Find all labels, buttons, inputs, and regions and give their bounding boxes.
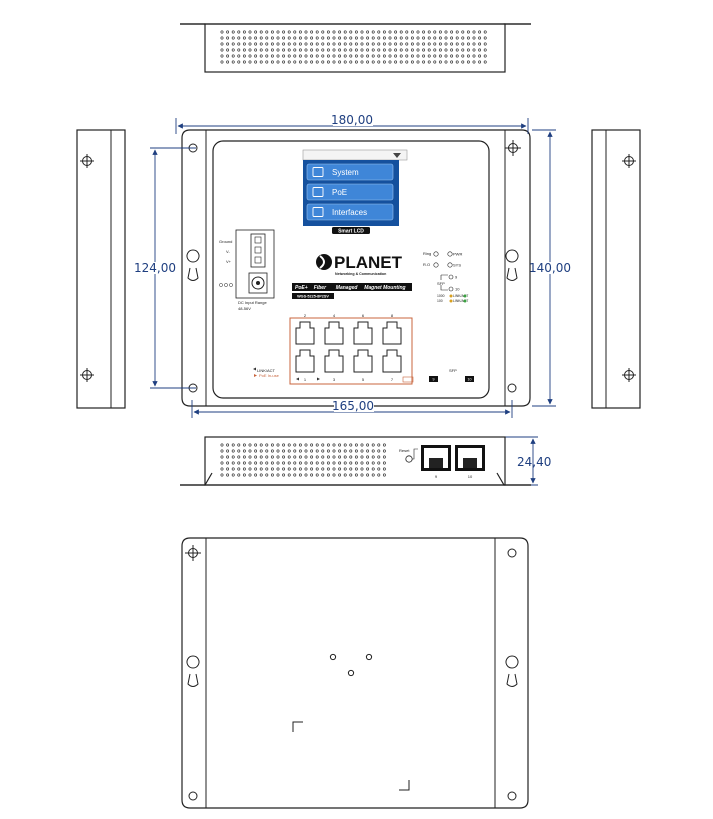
sfp-port-9: 9 [421,445,451,479]
port-legend-poe: PoE In-use [259,373,280,378]
feature-label: PoE+ [295,285,308,291]
dc-polarity-icon [219,283,233,287]
planet-logo: PLANET Networking & Communication [316,253,403,276]
feature-label: Magnet Mounting [364,285,405,291]
port-number-top: 8 [391,313,394,318]
vent-holes-side [220,443,386,477]
led-speed-1000: 1000 [437,294,445,298]
feature-label: Fiber [314,285,327,291]
feature-strip: PoE+ Fiber Managed Magnet Mounting [292,283,412,291]
lcd-menu-label: System [332,168,359,177]
screw-icon [622,368,636,382]
rj45-port [295,321,315,345]
rj45-port [382,321,402,345]
terminal-label-ground: Ground [219,239,232,244]
dimension-total-width: 180,00 [331,113,373,127]
port-led-arrow [296,377,299,381]
lcd-menu-item [306,183,394,201]
screw-icon [80,154,94,168]
led-label-sfp: SFP [437,281,445,286]
port-number-bottom: 7 [391,377,394,382]
screw-icon [505,140,521,156]
brand-name: PLANET [334,253,403,272]
feature-label: Managed [336,285,359,291]
port-number-bottom: 5 [362,377,365,382]
keyhole-slot [505,655,519,687]
dc-input-range: 48-56V [238,306,251,311]
port-legend-linkact: LINK/ACT [257,368,276,373]
screw-icon [185,545,201,561]
led-linkact-2: LINK/ACT [453,299,468,303]
dc-input-label: DC Input Range [238,300,267,305]
led-label-pwr: PWR [453,252,462,257]
led-speed-100: 100 [437,299,443,303]
vent-holes-top [220,30,487,64]
top-view [180,23,531,73]
sfp-front-label: SFP [449,368,457,373]
sfp-port-10: 10 [455,445,485,479]
dimension-depth: 24,40 [517,455,551,469]
model-label: WGS-5225-8P2SV [297,295,329,299]
rj45-port-block: 2 1 4 3 6 5 8 7 LINK/ACT PoE In-use SFP 9 10 [253,313,474,385]
rj45-port [353,321,373,345]
side-port-view: Reset 9 10 [180,436,531,486]
led-label-sfp9: 9 [455,275,458,280]
rj45-port [324,321,344,345]
keyhole-slot [186,249,200,281]
port-number-bottom: 1 [304,377,307,382]
right-side-view [591,129,641,409]
sfp-side-10: 10 [468,474,473,479]
dimension-inner-width: 165,00 [332,399,374,413]
rj45-port [353,349,373,373]
rj45-port [382,349,402,373]
port-number-top: 4 [333,313,336,318]
dimension-inner-height: 124,00 [134,261,176,275]
lcd-menu-item [306,163,394,181]
screw-icon [80,368,94,382]
terminal-label-v-minus: V- [226,249,230,254]
led-linkact-1: LINK/ACT [453,294,468,298]
reset-label: Reset [399,448,410,453]
lcd-menu-icon [312,187,324,197]
port-number-top: 2 [304,313,307,318]
lcd-menu-item [306,203,394,221]
port-number-bottom: 3 [333,377,336,382]
left-side-view [76,129,126,409]
power-terminal-block: Ground V- V+ DC Input Range 48-56V [219,229,275,311]
led-label-ring: Ring [423,251,431,256]
lcd-menu-icon [312,167,324,177]
rj45-port [295,349,315,373]
led-label-sys: SYS [453,263,461,268]
rear-view [181,537,529,809]
lcd-menu-label: Interfaces [332,208,367,217]
sfp-side-9: 9 [435,474,438,479]
rj45-port [324,349,344,373]
lcd-caption: Smart LCD [338,229,364,235]
dimension-total-height: 140,00 [529,261,571,275]
sfp-front-10: 10 [468,378,472,382]
led-label-ro: R.O [423,262,430,267]
port-led-arrow [317,377,320,381]
port-number-top: 6 [362,313,365,318]
keyhole-slot [186,655,200,687]
led-label-sfp10: 10 [455,287,460,292]
screw-icon [622,154,636,168]
terminal-label-v-plus: V+ [226,259,232,264]
lcd-menu-icon [312,207,324,217]
brand-tagline: Networking & Communication [335,272,386,276]
sfp-front-9: 9 [433,378,435,382]
led-panel: Ring PWR R.O SYS 9 10 SFP 1000 LINK/ACT … [423,251,468,303]
lcd-menu-label: PoE [332,188,347,197]
keyhole-slot [505,249,519,281]
